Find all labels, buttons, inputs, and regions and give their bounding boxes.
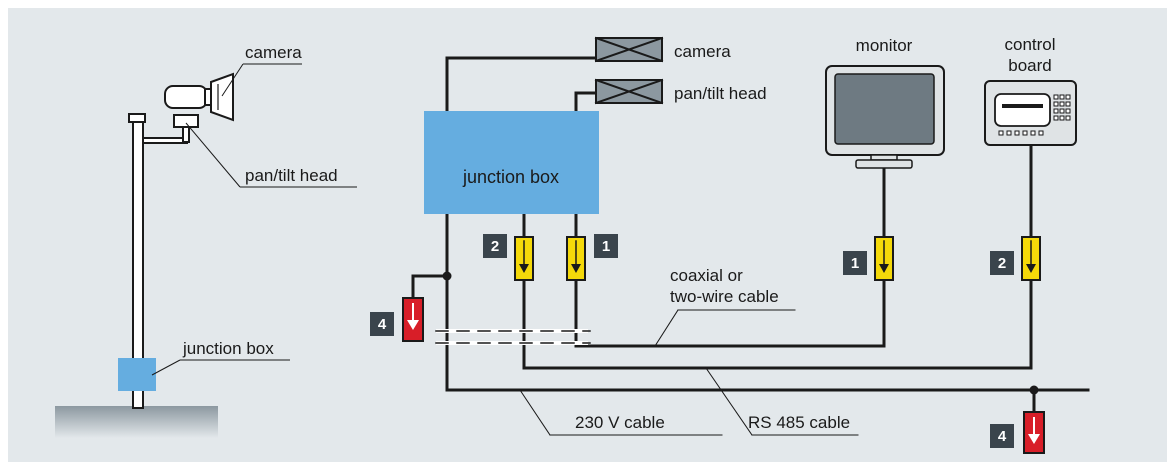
surge-protector-icon — [514, 236, 534, 281]
badge-1-left: 1 — [594, 234, 618, 258]
label-coax-line1: coaxial or — [670, 266, 743, 285]
camera-icon — [164, 85, 208, 109]
badge-4-left: 4 — [370, 312, 394, 336]
lightning-arrester-icon — [402, 297, 424, 342]
junction-dot-left — [442, 271, 452, 281]
label-control-board-line1: control — [1004, 35, 1055, 54]
pan-tilt-box-icon — [594, 78, 664, 105]
svg-text:2: 2 — [998, 255, 1006, 272]
label-pan-tilt-head-left: pan/tilt head — [245, 166, 338, 185]
label-monitor: monitor — [856, 36, 913, 55]
pole-installation: camera pan/tilt head junction box — [55, 43, 357, 438]
label-coax-line2: two-wire cable — [670, 287, 779, 306]
camera-lens — [210, 72, 234, 122]
cable-camera — [445, 56, 598, 112]
badge-1-monitor: 1 — [843, 251, 867, 275]
leader-jbox-left — [151, 359, 181, 376]
svg-text:1: 1 — [851, 255, 859, 272]
leader-pantilt-left — [185, 122, 241, 188]
control-board-icon — [984, 80, 1077, 146]
cable-arrester-left — [411, 274, 449, 300]
background-panel — [8, 8, 1167, 462]
label-230v-cable: 230 V cable — [575, 413, 665, 432]
surge-protector-icon — [1021, 236, 1041, 281]
label-control-board-line2: board — [1008, 56, 1051, 75]
pan-tilt-head-icon — [173, 114, 199, 128]
leader-rs485 — [705, 367, 753, 436]
svg-text:4: 4 — [378, 316, 387, 333]
label-camera-left: camera — [245, 43, 302, 62]
distance-dashes — [435, 330, 591, 344]
badge-4-right: 4 — [990, 424, 1014, 448]
label-junction-box: junction box — [462, 167, 559, 187]
svg-text:4: 4 — [998, 428, 1007, 445]
leader-coax — [654, 309, 679, 347]
badge-2-board: 2 — [990, 251, 1014, 275]
camera-box-icon — [594, 36, 664, 63]
label-camera: camera — [674, 42, 731, 61]
badge-2-left: 2 — [483, 234, 507, 258]
pole-cap — [128, 113, 146, 123]
monitor-icon — [825, 65, 945, 169]
surge-protector-icon — [566, 236, 586, 281]
svg-text:1: 1 — [602, 238, 610, 255]
svg-text:2: 2 — [491, 238, 499, 255]
junction-box — [424, 111, 599, 214]
label-pan-tilt-head: pan/tilt head — [674, 84, 767, 103]
wiring-schematic: junction box camera pan/tilt head monito… — [370, 35, 1090, 454]
ground — [55, 406, 218, 438]
junction-dot-right — [1029, 385, 1039, 395]
leader-230v — [519, 389, 551, 436]
lightning-arrester-icon — [1023, 411, 1045, 454]
pole-arm — [142, 137, 188, 144]
leader-camera-left — [221, 63, 244, 97]
pole-junction-box — [118, 358, 156, 391]
surge-protector-icon — [874, 236, 894, 281]
label-junction-box-left: junction box — [182, 339, 274, 358]
label-rs485-cable: RS 485 cable — [748, 413, 850, 432]
